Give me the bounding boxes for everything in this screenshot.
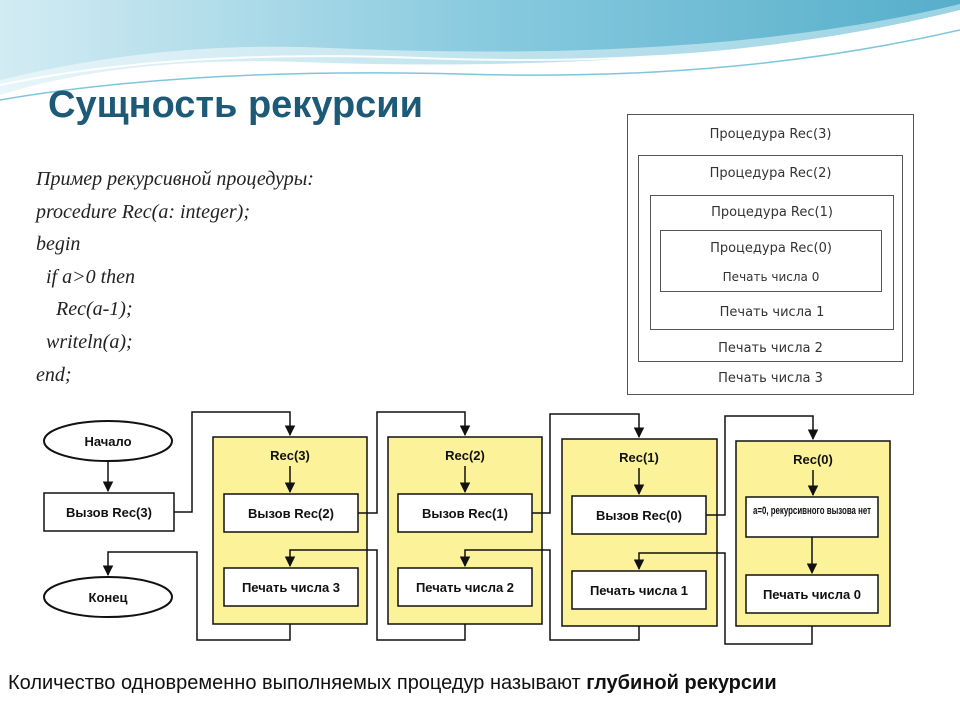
- frame-call-label: a=0, рекурсивного вызова нет: [753, 505, 871, 517]
- code-example: Пример рекурсивной процедуры: procedure …: [36, 163, 314, 391]
- code-line: Rec(a-1);: [36, 298, 133, 321]
- nest-proc-label: Процедура Rec(2): [709, 166, 832, 181]
- frame-print-box: [223, 567, 359, 607]
- nest-print-label: Печать числа 1: [719, 305, 825, 320]
- frame-print-box: [745, 574, 879, 614]
- nest-proc-label: Процедура Rec(0): [710, 241, 832, 256]
- frame-print-label: Печать числа 0: [763, 587, 861, 602]
- code-line: if a>0 then: [36, 265, 136, 288]
- footer-statement: Количество одновременно выполняемых проц…: [8, 672, 954, 695]
- frame-call-box: [397, 493, 533, 533]
- frame-call-label: Вызов Rec(0): [596, 508, 682, 523]
- nest-box-rec0: Процедура Rec(0) Печать числа 0: [660, 230, 882, 292]
- nest-proc-label: Процедура Rec(3): [709, 127, 832, 142]
- end-label: Конец: [89, 590, 128, 605]
- code-line: procedure Rec(a: integer);: [36, 200, 250, 223]
- nest-proc-label: Процедура Rec(1): [711, 205, 833, 220]
- frame-call-box: [223, 493, 359, 533]
- frame-print-label: Печать числа 3: [242, 580, 340, 595]
- end-oval: [43, 576, 173, 618]
- frame-print-label: Печать числа 1: [590, 583, 688, 598]
- frame-title: Rec(2): [445, 448, 485, 463]
- footer-term: глубиной рекурсии: [586, 672, 777, 694]
- frame-call-label: Вызов Rec(1): [422, 506, 508, 521]
- frame-call-box: [571, 495, 707, 535]
- frame-print-box: [397, 567, 533, 607]
- code-line: end;: [36, 363, 72, 386]
- frame-print-label: Печать числа 2: [416, 580, 514, 595]
- nest-print-label: Печать числа 3: [718, 371, 823, 386]
- footer-text: Количество одновременно выполняемых проц…: [8, 672, 581, 694]
- slide-title: Сущность рекурсии: [48, 84, 424, 126]
- code-line: begin: [36, 233, 81, 256]
- main-call-box: [43, 492, 175, 532]
- frame-title: Rec(0): [793, 452, 833, 467]
- code-line: writeln(a);: [36, 330, 133, 353]
- frame-call-label: Вызов Rec(2): [248, 506, 334, 521]
- code-line: Пример рекурсивной процедуры:: [36, 168, 314, 190]
- frame-call-box: [745, 496, 879, 538]
- main-call-label: Вызов Rec(3): [66, 505, 152, 520]
- frame-title: Rec(3): [270, 448, 310, 463]
- frame-title: Rec(1): [619, 450, 659, 465]
- nest-print-label: Печать числа 2: [718, 341, 823, 356]
- header-wave-decoration: [0, 0, 960, 101]
- frame-print-box: [571, 570, 707, 610]
- nest-print-label: Печать числа 0: [722, 270, 820, 284]
- start-label: Начало: [84, 434, 131, 449]
